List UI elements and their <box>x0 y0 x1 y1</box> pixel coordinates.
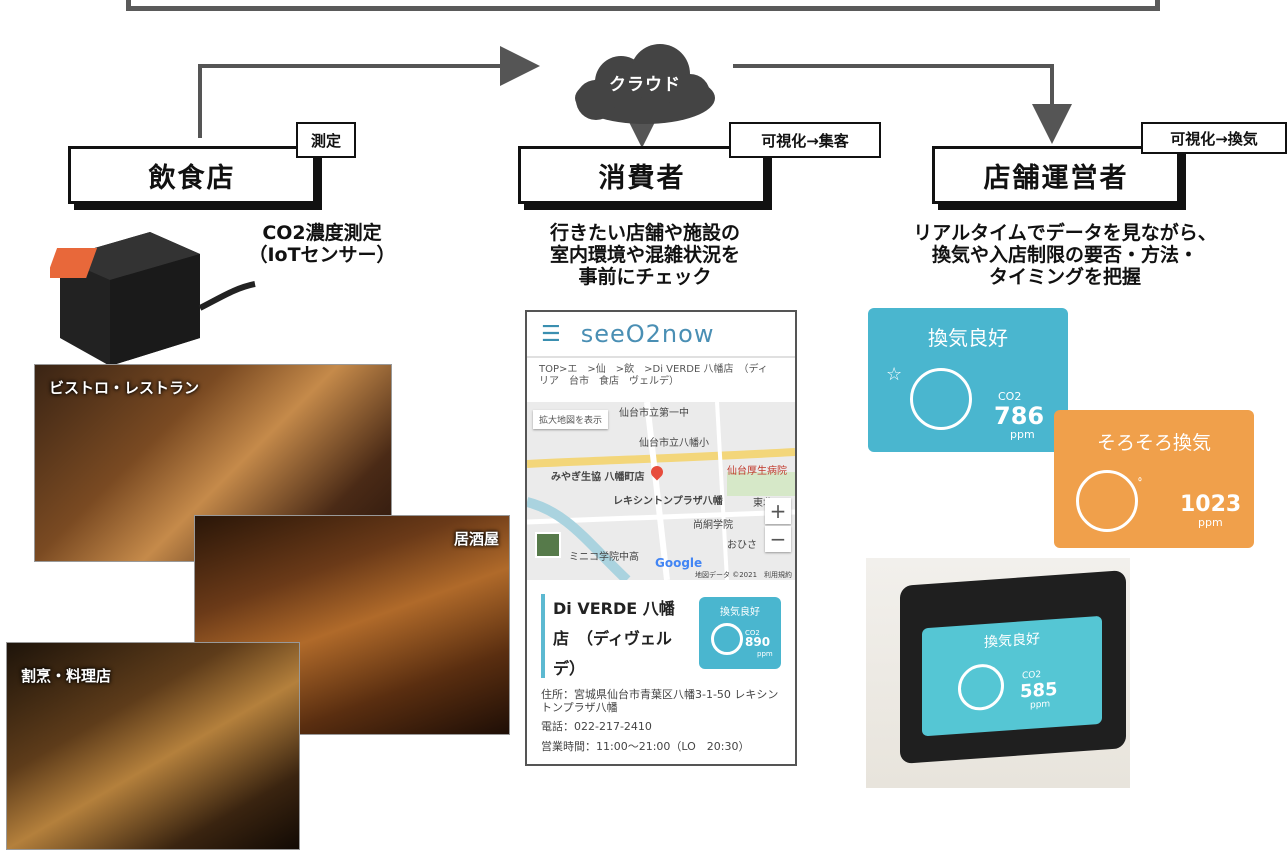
arrow-restaurant-to-cloud <box>198 46 540 138</box>
phone-card-unit: ppm <box>757 650 773 658</box>
top-frame <box>126 0 1160 11</box>
co2-card-warning-status: そろそろ換気 <box>1096 432 1211 454</box>
arrow-cloud-to-operator <box>733 64 1072 144</box>
shop-name: Di VERDE 八幡店 （ディヴェルデ） <box>553 599 675 678</box>
column-tag-operator: 可視化→換気 <box>1141 122 1287 154</box>
tablet-value: 585 <box>1020 678 1058 703</box>
google-logo: Google <box>655 556 703 570</box>
co2-card-good-unit: ppm <box>1010 428 1035 441</box>
map-label: 尚絅学院 <box>693 520 733 531</box>
sparkle-icon: ☆ <box>886 364 903 385</box>
phone-card-value: 890 <box>745 635 771 649</box>
menu-icon[interactable]: ☰ <box>541 321 561 347</box>
sweat-icon: ﾟ <box>1138 476 1147 495</box>
kappo-photo: 割烹・料理店 <box>6 642 300 850</box>
map-label: レキシントンプラザ八幡 <box>613 496 723 507</box>
app-header: ☰ seeO2now <box>527 312 795 358</box>
tablet-device: 換気良好 CO2 585 ppm <box>900 570 1126 764</box>
tablet-unit: ppm <box>1030 699 1051 711</box>
zoom-out-button[interactable]: − <box>765 526 791 552</box>
phone-card-status: 換気良好 <box>720 607 760 618</box>
worried-face-icon <box>1076 470 1138 532</box>
co2-card-good: 換気良好 ☆ CO2 786 ppm <box>868 308 1068 452</box>
operator-caption: リアルタイムでデータを見ながら、 換気や入店制限の要否・方法・ タイミングを把握 <box>870 222 1260 288</box>
map-label: おひさ <box>727 540 757 551</box>
satellite-toggle[interactable] <box>535 532 561 558</box>
co2-card-good-status: 換気良好 <box>928 326 1008 350</box>
shop-phone[interactable]: 電話：022-217-2410 <box>541 720 652 733</box>
bistro-label: ビストロ・レストラン <box>49 379 200 397</box>
map-roads <box>527 402 795 580</box>
map-label: みやぎ生協 八幡町店 <box>551 472 645 483</box>
app-logo: seeO2now <box>580 320 715 348</box>
co2-card-warning: そろそろ換気 ﾟ 1023 ppm <box>1054 410 1254 548</box>
breadcrumb-line-1[interactable]: TOP>エ >仙 >飲 >Di VERDE 八幡店 （ディ <box>539 364 768 375</box>
tablet-status: 換気良好 <box>984 631 1040 652</box>
cloud-label: クラウド <box>609 75 681 95</box>
map-label: 仙台市立八幡小 <box>639 438 709 449</box>
zoom-in-button[interactable]: + <box>765 498 791 524</box>
map-label: 仙台厚生病院 <box>727 466 787 477</box>
smile-icon <box>711 623 743 655</box>
kappo-label: 割烹・料理店 <box>21 667 112 685</box>
sensor-caption: CO2濃度測定 （IoTセンサー） <box>232 222 412 266</box>
smile-icon <box>910 368 972 430</box>
consumer-caption: 行きたい店舗や施設の 室内環境や混雑状況を 事前にチェック <box>500 222 790 288</box>
shop-hours: 営業時間：11:00〜21:00（LO 20:30） <box>541 740 750 753</box>
map-label: ミニコ学院中高 <box>569 552 639 563</box>
operator-caption-line-1: リアルタイムでデータを見ながら、 <box>913 222 1217 244</box>
shop-address: 住所：宮城県仙台市青葉区八幡3-1-50 レキシントンプラザ八幡 <box>541 688 779 714</box>
operator-caption-line-3: タイミングを把握 <box>988 266 1141 288</box>
consumer-caption-line-3: 事前にチェック <box>578 266 712 288</box>
column-title-operator: 店舗運営者 <box>932 146 1180 204</box>
izakaya-label: 居酒屋 <box>453 530 499 548</box>
phone-screen: ☰ seeO2now TOP>エ >仙 >飲 >Di VERDE 八幡店 （ディ… <box>525 310 797 766</box>
map[interactable]: 拡大地図を表示 仙台市立第一中 仙台市立八幡小 みやぎ生協 八幡町店 仙台厚生病… <box>527 402 795 580</box>
column-title-restaurant: 飲食店 <box>68 146 316 204</box>
co2-card-good-value: 786 <box>994 402 1045 430</box>
smile-icon <box>958 662 1004 712</box>
tablet-co2-card: 換気良好 CO2 585 ppm <box>922 615 1102 737</box>
shop-accent-bar <box>541 594 545 678</box>
column-tag-restaurant: 測定 <box>296 122 356 158</box>
tablet-photo: 換気良好 CO2 585 ppm <box>866 558 1130 788</box>
iot-sensor-image <box>50 232 256 366</box>
co2-card-warning-unit: ppm <box>1198 516 1223 529</box>
breadcrumb-line-2: リア 台市 食店 ヴェルデ） <box>539 376 679 387</box>
map-label: 仙台市立第一中 <box>619 408 689 419</box>
phone-co2-card: 換気良好 CO2 890 ppm <box>699 597 781 669</box>
breadcrumb: TOP>エ >仙 >飲 >Di VERDE 八幡店 （ディ リア 台市 食店 ヴ… <box>527 358 795 388</box>
map-attribution: 地図データ ©2021 利用規約 <box>695 571 793 579</box>
column-tag-consumer: 可視化→集客 <box>729 122 881 158</box>
column-title-consumer: 消費者 <box>518 146 766 204</box>
cloud-icon <box>575 44 715 124</box>
cloud: クラウド <box>566 40 724 128</box>
operator-caption-line-2: 換気や入店制限の要否・方法・ <box>931 244 1198 266</box>
consumer-caption-line-1: 行きたい店舗や施設の <box>549 222 740 244</box>
sensor-caption-line-1: CO2濃度測定 <box>262 222 382 244</box>
expand-map-button[interactable]: 拡大地図を表示 <box>533 410 609 429</box>
map-label: 東北 <box>753 498 773 509</box>
phone-card-co2: CO2 <box>745 629 760 637</box>
sensor-caption-line-2: （IoTセンサー） <box>248 244 396 266</box>
co2-card-warning-value: 1023 <box>1180 492 1242 517</box>
consumer-caption-line-2: 室内環境や混雑状況を <box>549 244 740 266</box>
co2-card-good-co2: CO2 <box>998 390 1022 403</box>
